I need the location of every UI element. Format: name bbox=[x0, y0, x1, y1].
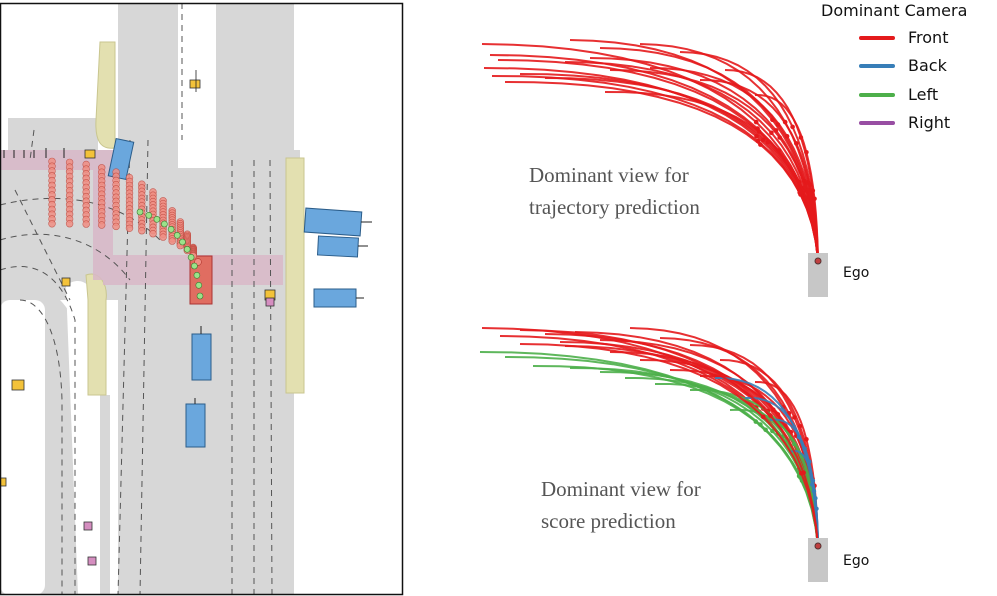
map-frame bbox=[0, 2, 404, 596]
pedestrian bbox=[11, 379, 25, 391]
trajectory-point bbox=[799, 471, 804, 476]
trajectory-point bbox=[773, 128, 779, 133]
bev-trajectory-point bbox=[65, 220, 74, 228]
pedestrian bbox=[189, 70, 201, 92]
trajectory-point bbox=[802, 184, 808, 189]
trajectory-line bbox=[699, 79, 819, 260]
ego-marker bbox=[808, 538, 828, 582]
trajectory-point bbox=[814, 506, 819, 512]
trajectory-point bbox=[776, 148, 782, 153]
ego-path-point bbox=[161, 220, 168, 228]
bev-trajectory-point bbox=[168, 237, 176, 245]
pedestrian bbox=[84, 149, 96, 159]
trajectory-line bbox=[649, 67, 819, 260]
bev-trajectory-point bbox=[48, 220, 56, 228]
vehicle bbox=[303, 207, 363, 237]
pedestrians bbox=[0, 70, 276, 566]
vehicle bbox=[191, 333, 212, 381]
pedestrian bbox=[83, 297, 275, 566]
bev-trajectory-point bbox=[149, 230, 157, 238]
legend-label: Front bbox=[908, 28, 948, 47]
ego-planned-path bbox=[136, 208, 204, 300]
panel-caption: Dominant view for bbox=[541, 477, 701, 501]
bev-trajectory-point bbox=[138, 227, 146, 235]
ego-path-point bbox=[187, 253, 195, 261]
ego-path-point bbox=[193, 271, 201, 279]
panel-caption: Dominant view for bbox=[529, 163, 689, 187]
trajectory-line bbox=[504, 81, 819, 260]
ego-label: Ego bbox=[843, 265, 869, 281]
trajectory-point bbox=[809, 191, 814, 197]
trajectory-line bbox=[559, 341, 819, 547]
trajectory-point bbox=[758, 142, 763, 147]
trajectory-point bbox=[763, 427, 768, 433]
ego-origin bbox=[814, 542, 822, 550]
trajectory-point bbox=[804, 437, 809, 442]
trajectory-fan-bottom bbox=[479, 327, 821, 549]
ego-marker bbox=[808, 253, 828, 297]
legend-entry-right: Right bbox=[859, 113, 950, 132]
pedestrian bbox=[61, 277, 71, 287]
legend-title: Dominant Camera bbox=[821, 1, 967, 20]
legend-entry-left: Left bbox=[859, 85, 938, 104]
ego-path-point bbox=[173, 232, 181, 239]
ego-path-point bbox=[179, 238, 186, 246]
legend-entry-front: Front bbox=[859, 28, 948, 47]
ego-path-point bbox=[136, 208, 144, 216]
trajectory-point bbox=[769, 130, 774, 136]
trajectory-panel: Ego Dominant view for trajectory predict… bbox=[481, 39, 869, 297]
ego-path-point bbox=[145, 212, 153, 219]
bev-trajectory-point bbox=[97, 221, 106, 229]
ego-path-point bbox=[196, 292, 204, 300]
sidewalk bbox=[85, 41, 305, 396]
ego-path-point bbox=[183, 246, 191, 253]
panel-caption: score prediction bbox=[541, 509, 676, 533]
trajectory-line bbox=[754, 94, 819, 260]
trajectory-point bbox=[768, 413, 773, 418]
vehicle bbox=[185, 403, 206, 448]
vehicle-headings bbox=[194, 221, 372, 404]
trajectory-point bbox=[753, 119, 759, 125]
trajectory-line bbox=[519, 343, 819, 547]
trajectory-line bbox=[604, 91, 819, 260]
legend: Dominant Camera Front Back Left Right bbox=[821, 1, 967, 132]
bev-map bbox=[0, 2, 404, 596]
ego-path-point bbox=[195, 281, 203, 289]
trajectory-point bbox=[810, 478, 816, 484]
bev-trajectory-point bbox=[112, 222, 120, 231]
ego-path-point bbox=[167, 226, 175, 233]
pedestrian bbox=[0, 477, 7, 487]
pedestrian-headings bbox=[3, 148, 65, 158]
legend-label: Left bbox=[908, 85, 938, 104]
vehicle bbox=[313, 288, 357, 308]
legend-entry-back: Back bbox=[859, 56, 948, 75]
bev-trajectory-point bbox=[125, 224, 134, 233]
trajectory-point bbox=[794, 141, 799, 146]
legend-label: Back bbox=[908, 56, 948, 75]
legend-label: Right bbox=[908, 113, 950, 132]
ego-label: Ego bbox=[843, 553, 869, 569]
trajectory-point bbox=[790, 124, 795, 130]
trajectory-fan-top bbox=[481, 39, 821, 262]
ego-path-point bbox=[153, 216, 161, 223]
vehicle bbox=[316, 235, 359, 258]
trajectory-point bbox=[788, 429, 794, 435]
bev-trajectory-point bbox=[159, 233, 167, 241]
trajectory-point bbox=[760, 414, 766, 420]
trajectory-point bbox=[804, 150, 809, 155]
trajectory-point bbox=[784, 134, 790, 139]
panel-caption: trajectory prediction bbox=[529, 195, 700, 219]
trajectory-point bbox=[760, 137, 766, 143]
trajectory-point bbox=[812, 196, 817, 202]
trajectory-line bbox=[589, 57, 819, 260]
ego-path-point bbox=[191, 262, 198, 270]
bev-trajectory-point bbox=[82, 220, 90, 228]
score-panel: Ego Dominant view for score prediction bbox=[479, 327, 869, 582]
ego-origin bbox=[814, 257, 822, 265]
trajectory-line bbox=[519, 73, 819, 260]
trajectory-line bbox=[789, 449, 819, 547]
